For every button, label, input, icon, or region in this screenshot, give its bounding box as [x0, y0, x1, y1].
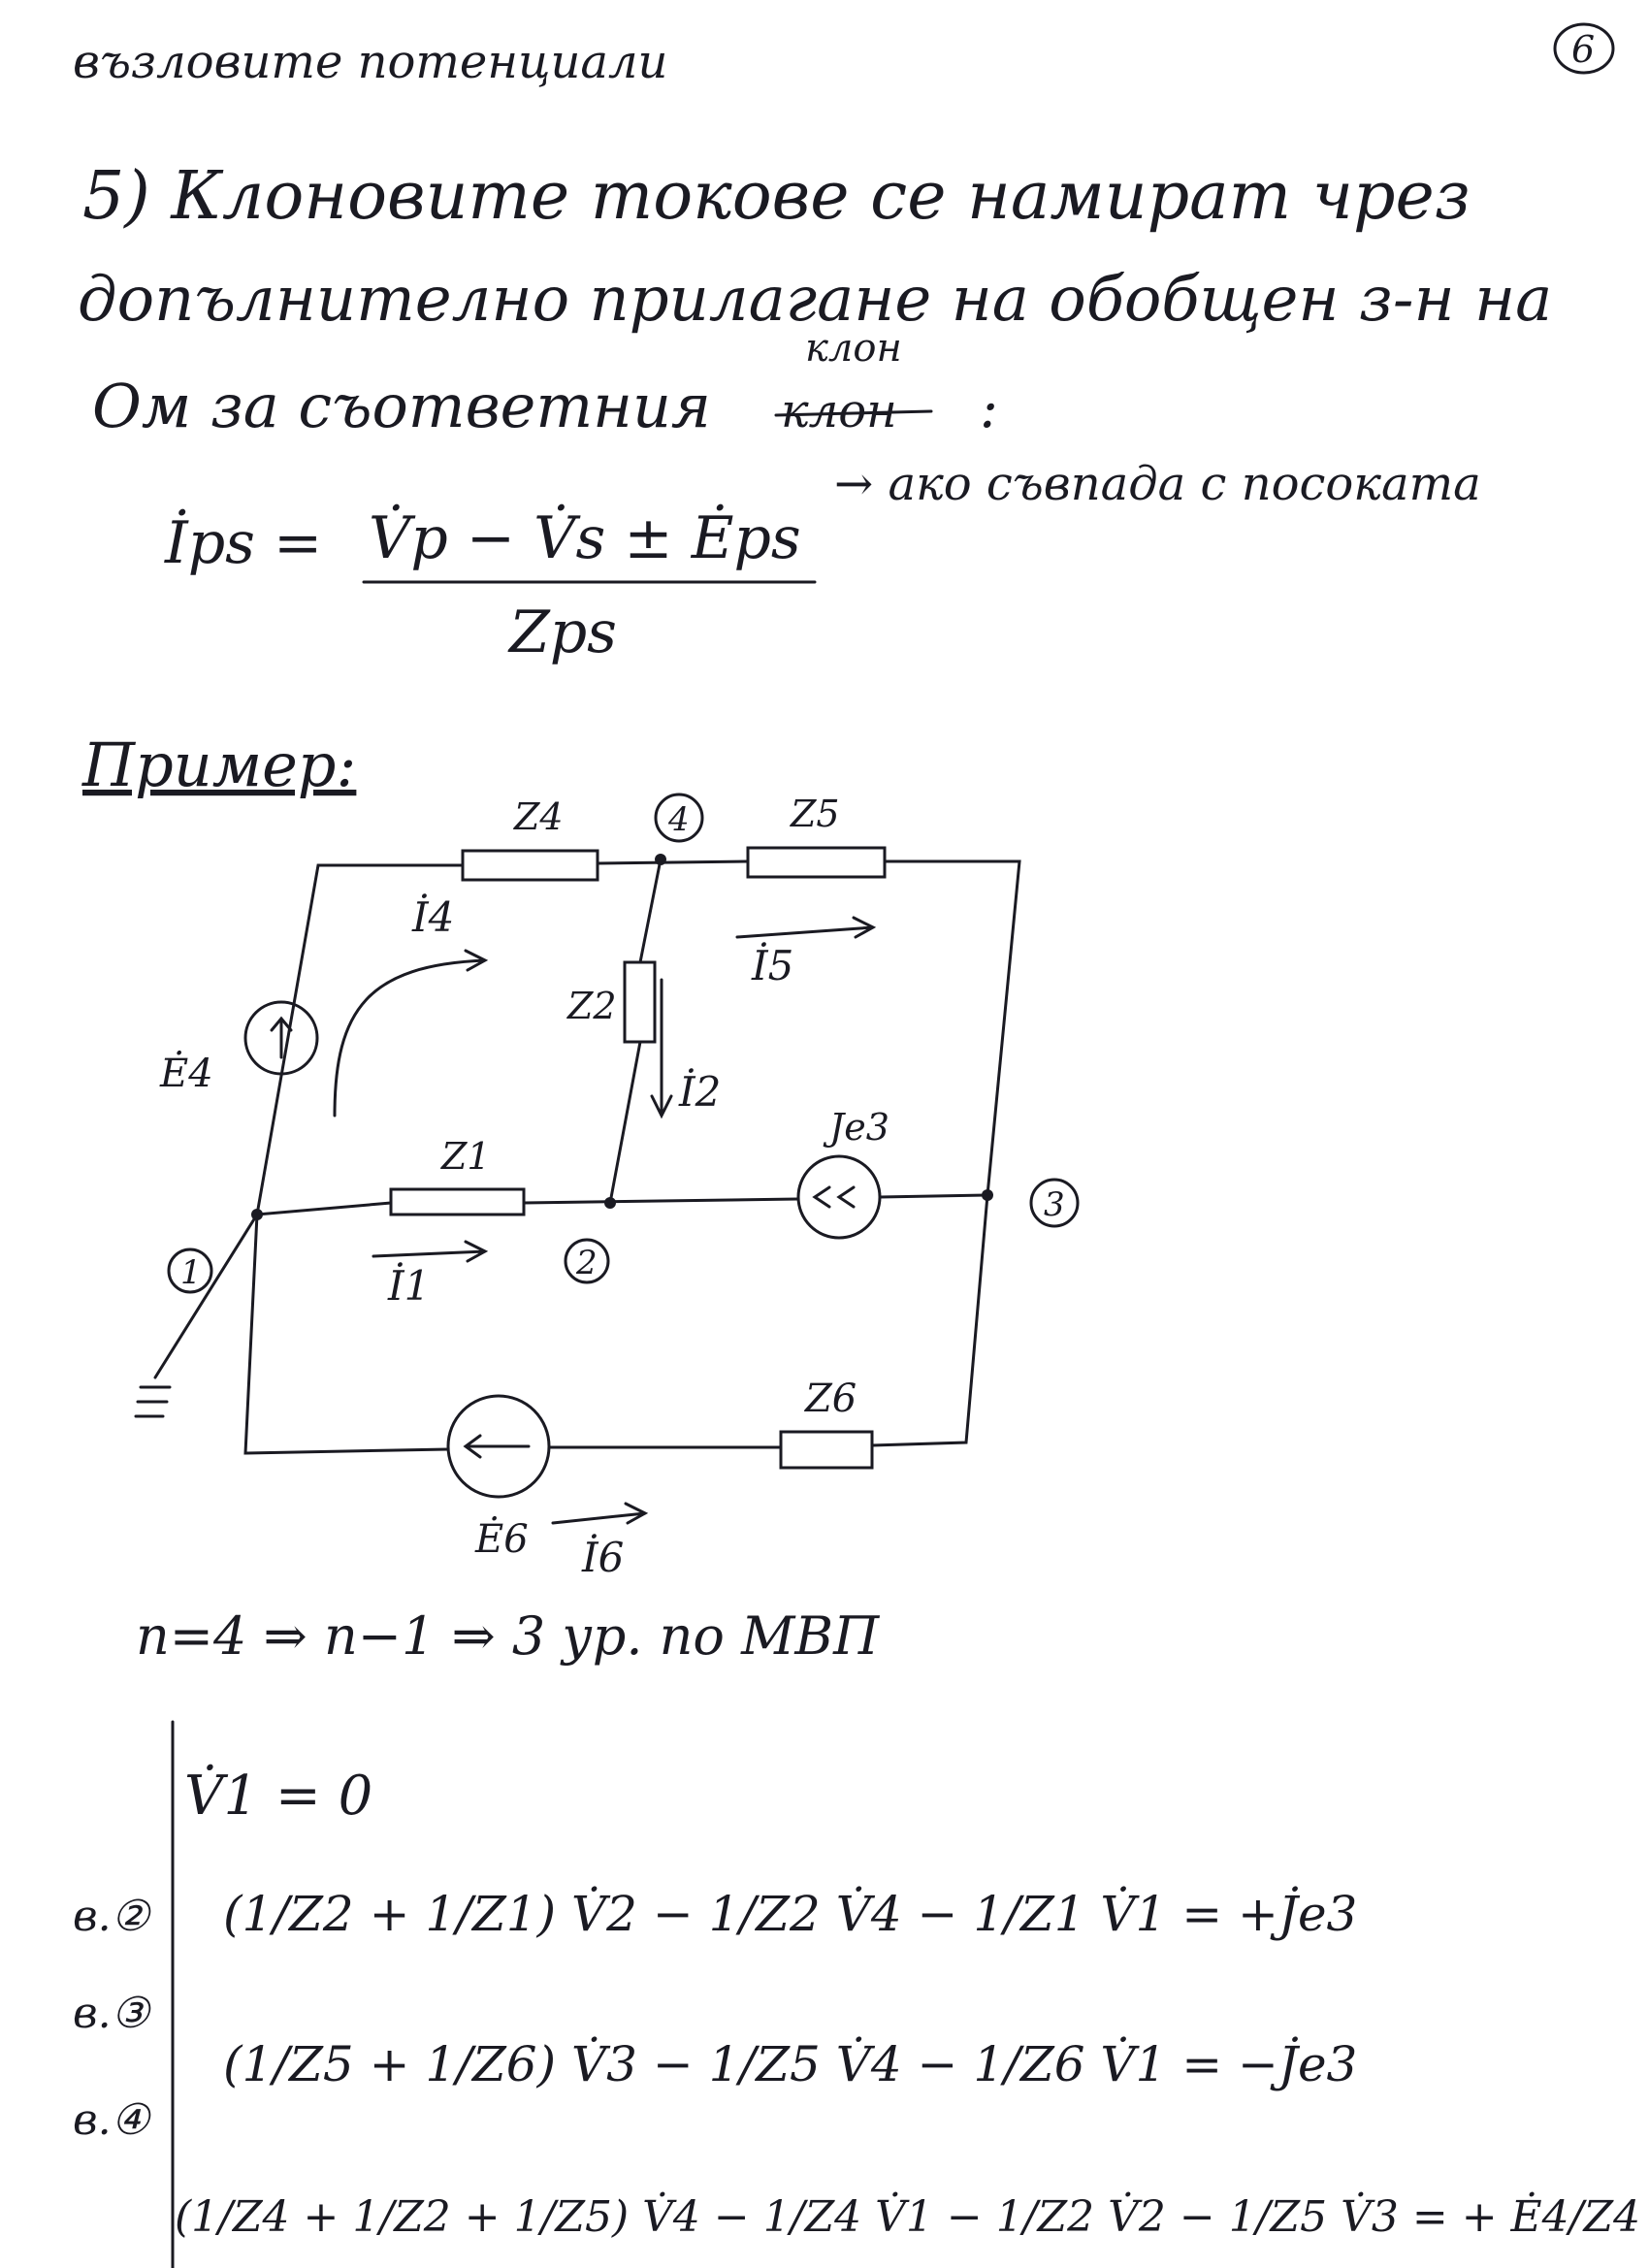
label-i1: İ1 [387, 1261, 430, 1310]
label-i6: İ6 [581, 1533, 624, 1581]
equation-count: n=4 ⇒ n−1 ⇒ 3 ур. по МВП [136, 1605, 880, 1667]
colon: : [980, 377, 998, 440]
branch-current-formula: İps = V̇p − V̇s ± Ėps Zps → ако съвпада … [164, 457, 1481, 666]
svg-text:V̇1 = 0: V̇1 = 0 [184, 1764, 372, 1828]
svg-text:в.③: в.③ [73, 1989, 152, 2038]
node-4-label: 4 [654, 793, 704, 843]
resistor-z4 [461, 849, 599, 882]
label-z6: Z6 [803, 1377, 857, 1421]
intro-line-2: допълнително прилагане на обобщен з-н на [78, 264, 1552, 336]
circuit-diagram: Z4 Z5 Z2 Z1 Z6 Je3 Ė4 Ė6 İ4 İ5 İ2 İ1 İ6 … [134, 793, 1080, 1581]
label-e4: Ė4 [159, 1051, 213, 1096]
svg-text:2: 2 [575, 1244, 598, 1282]
resistor-z1 [389, 1187, 526, 1216]
voltage-source-e4 [243, 1000, 319, 1076]
svg-text:1: 1 [180, 1253, 202, 1292]
svg-text:Zps: Zps [507, 599, 617, 666]
svg-text:İps =: İps = [164, 509, 322, 577]
node-3-label: 3 [1029, 1178, 1080, 1228]
resistor-z5 [746, 846, 887, 879]
equation-system: V̇1 = 0 в.② (1/Z2 + 1/Z1) V̇2 − 1/Z2 V̇4… [73, 1720, 1640, 2268]
label-z4: Z4 [513, 795, 564, 838]
svg-text:(1/Z2 + 1/Z1) V̇2 − 1/Z2 V̇4 −: (1/Z2 + 1/Z1) V̇2 − 1/Z2 V̇4 − 1/Z1 V̇1 … [223, 1885, 1357, 1942]
label-je3: Je3 [823, 1106, 889, 1149]
node-1-label: 1 [167, 1247, 213, 1294]
svg-text:6: 6 [1571, 28, 1595, 71]
resistor-z2 [623, 960, 657, 1044]
label-z5: Z5 [790, 793, 840, 835]
label-i2: İ2 [678, 1067, 721, 1116]
voltage-source-e6 [446, 1394, 551, 1499]
label-e6: Ė6 [474, 1516, 529, 1562]
header-title: възловите потенциали [73, 35, 667, 89]
correction-word: клон [805, 326, 902, 371]
svg-text:3: 3 [1044, 1185, 1065, 1224]
svg-text:(1/Z5 + 1/Z6) V̇3 − 1/Z5 V̇4 −: (1/Z5 + 1/Z6) V̇3 − 1/Z5 V̇4 − 1/Z6 V̇1 … [223, 2035, 1357, 2092]
svg-text:в.④: в.④ [73, 2095, 152, 2145]
label-i5: İ5 [751, 941, 793, 989]
svg-text:4: 4 [667, 800, 690, 839]
label-z2: Z2 [566, 985, 617, 1027]
page-number: 6 [1553, 22, 1615, 75]
intro-line-3: Ом за съответния [92, 371, 711, 441]
svg-text:в.②: в.② [73, 1892, 152, 1941]
example-heading: Пример: [81, 729, 356, 800]
label-z1: Z1 [440, 1135, 491, 1178]
label-i4: İ4 [411, 892, 454, 941]
svg-text:(1/Z4 + 1/Z2 + 1/Z5) V̇4 − 1/Z: (1/Z4 + 1/Z2 + 1/Z5) V̇4 − 1/Z4 V̇1 − 1/… [175, 2190, 1640, 2242]
sign-note: → ако съвпада с посоката [834, 457, 1481, 511]
intro-line-1: 5) Клоновите токове се намират чрез [82, 158, 1471, 235]
current-source-je3 [796, 1154, 882, 1240]
node-2-label: 2 [564, 1238, 610, 1284]
svg-text:V̇p − V̇s ± Ėps: V̇p − V̇s ± Ėps [369, 503, 801, 572]
resistor-z6 [779, 1430, 874, 1470]
